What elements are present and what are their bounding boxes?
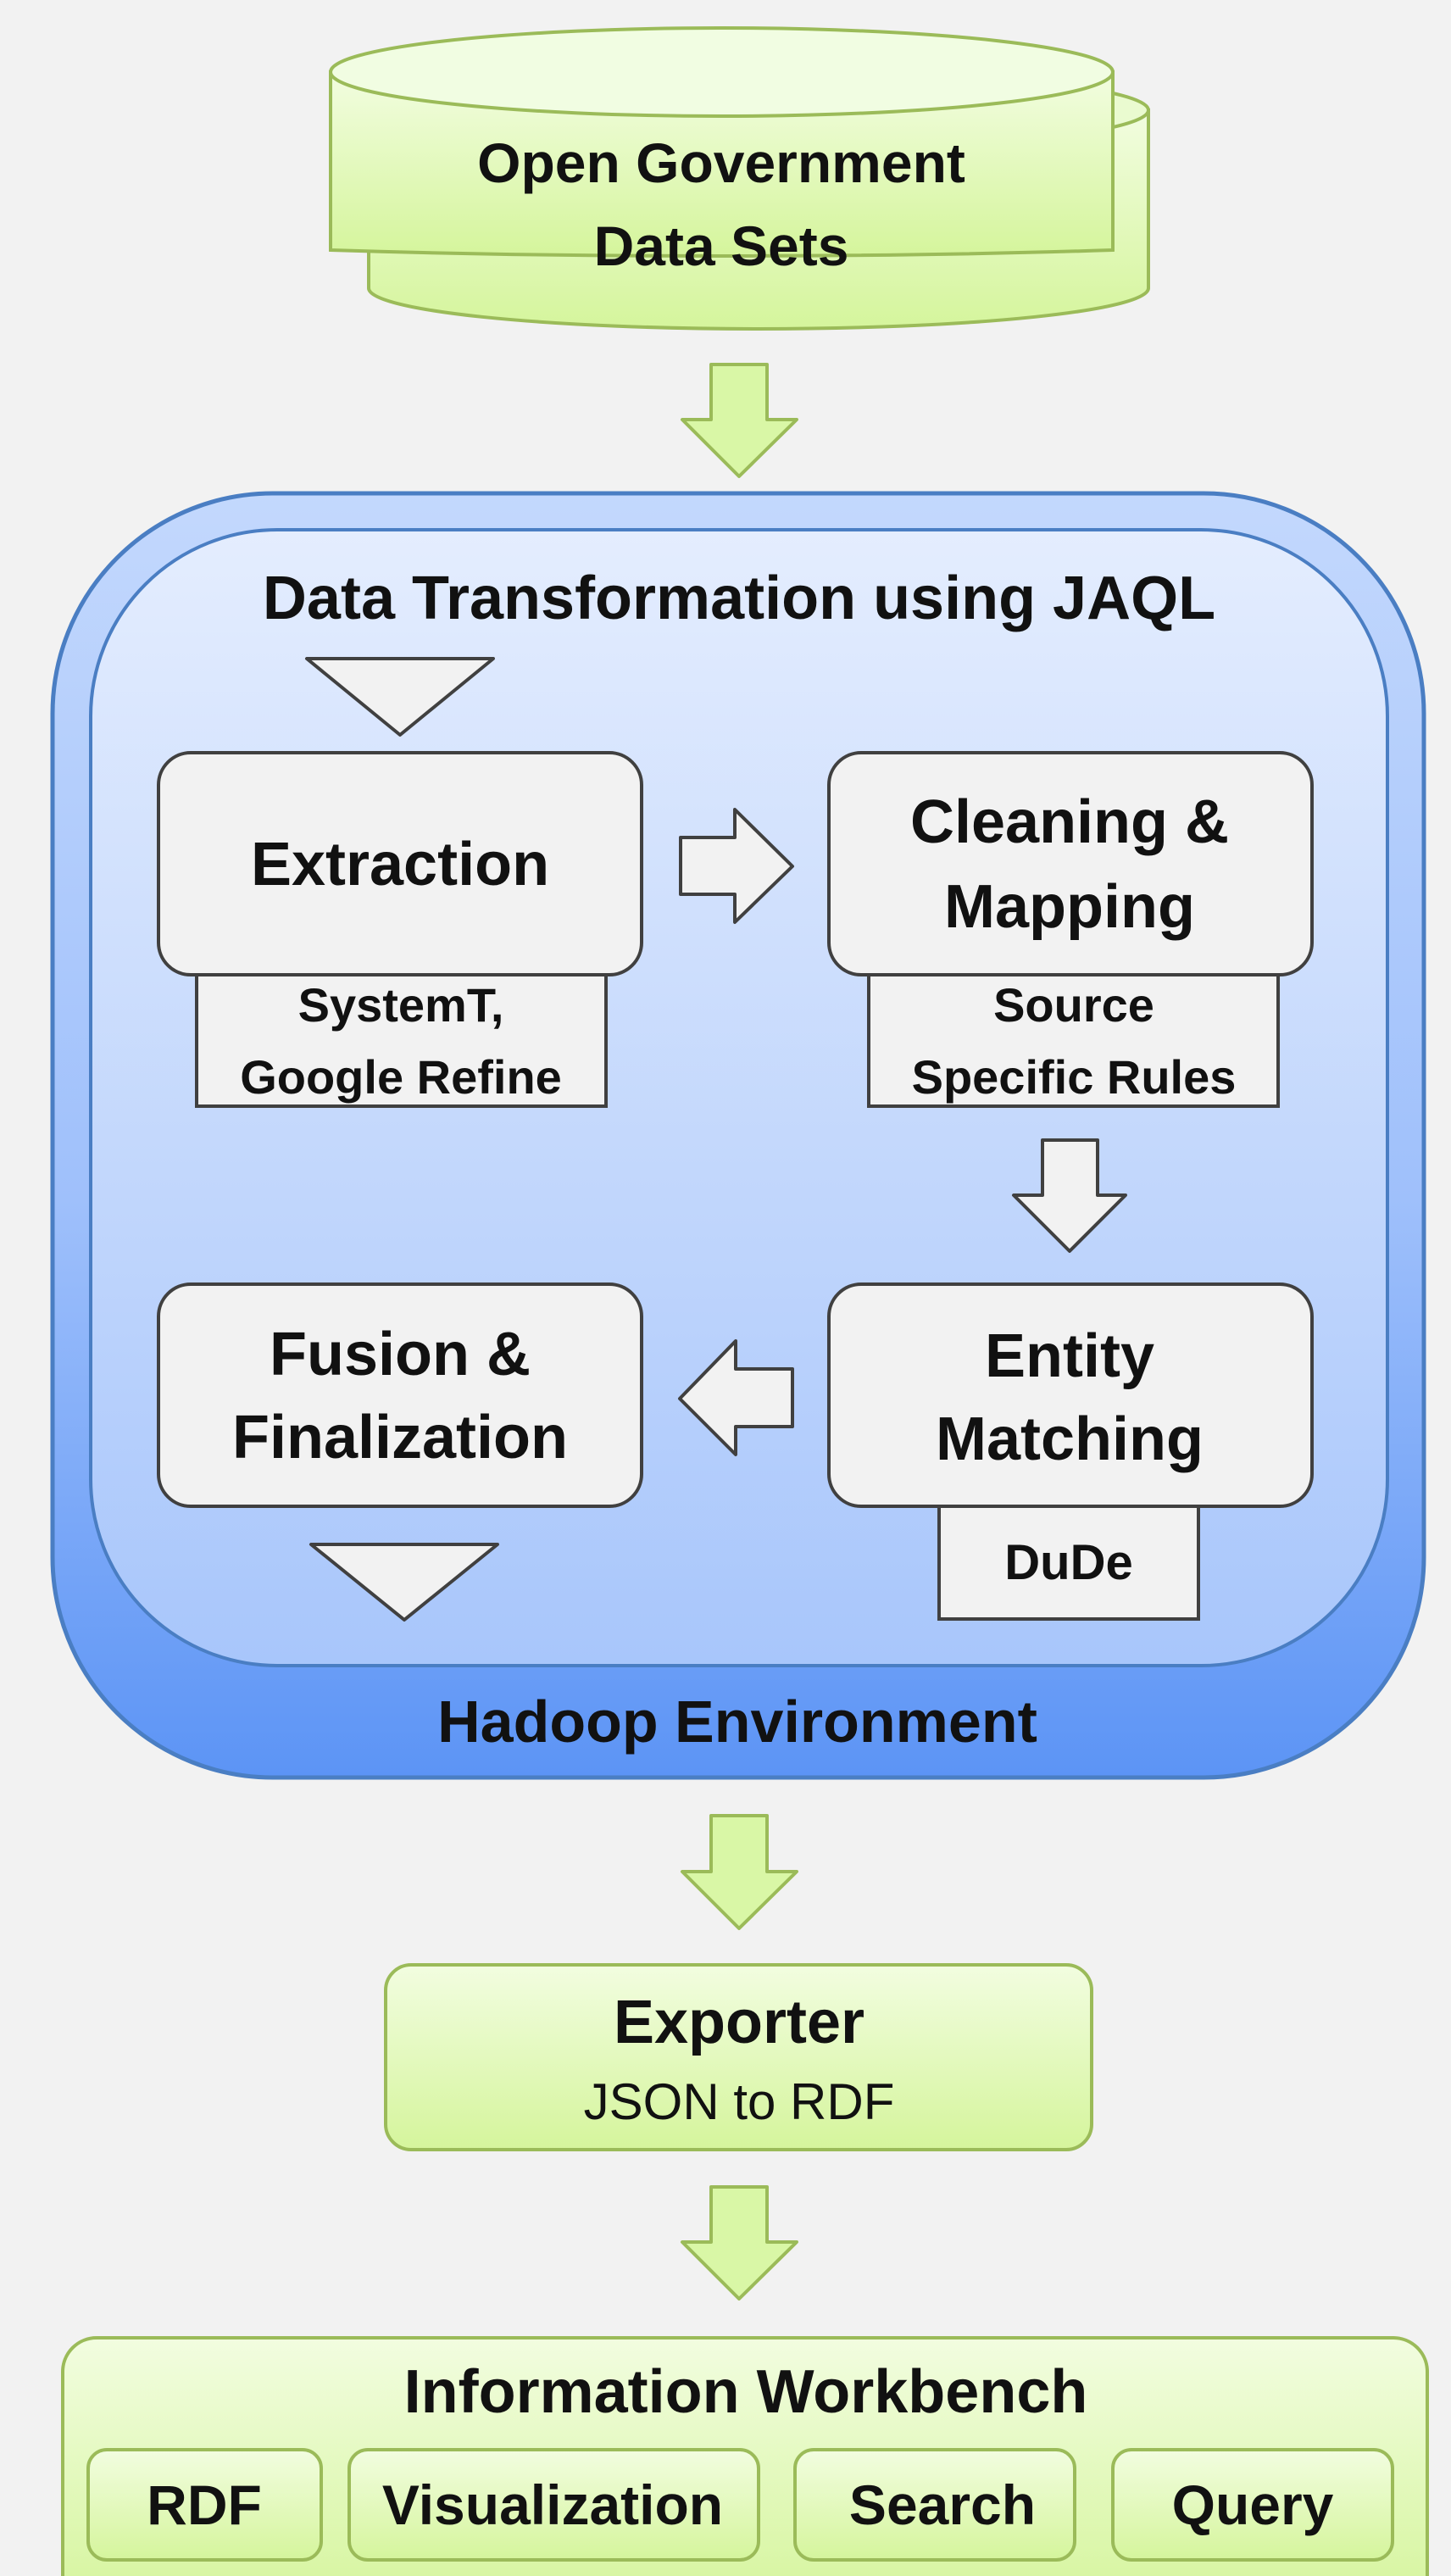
- extraction-title: Extraction: [251, 831, 549, 899]
- source-title-line1: Open Government: [477, 131, 965, 194]
- extraction-step: Extraction SystemT, Google Refine: [157, 751, 643, 1108]
- database-front-cylinder: [329, 26, 1115, 258]
- workbench-title: Information Workbench: [404, 2358, 1088, 2426]
- entity-title-line2: Matching: [936, 1405, 1204, 1473]
- right-arrow-icon: [679, 808, 794, 924]
- entity-title-line1: Entity: [985, 1322, 1154, 1390]
- fusion-finalization-step: Fusion & Finalization: [157, 1282, 643, 1508]
- extraction-box: [157, 751, 643, 976]
- down-arrow-icon: [681, 1814, 798, 1930]
- fusion-title-line2: Finalization: [232, 1404, 568, 1472]
- cleaning-tool-line1: Source: [993, 978, 1154, 1032]
- exporter-box: Exporter JSON to RDF: [384, 1963, 1093, 2151]
- entry-triangle-icon: [305, 657, 495, 737]
- entity-box: [827, 1282, 1314, 1508]
- cleaning-mapping-step: Cleaning & Mapping Source Specific Rules: [827, 751, 1314, 1108]
- cleaning-box: [827, 751, 1314, 976]
- extraction-tool-line2: Google Refine: [240, 1050, 562, 1104]
- cleaning-title-line2: Mapping: [944, 873, 1195, 941]
- cleaning-tool-line2: Specific Rules: [912, 1050, 1237, 1104]
- hadoop-label: Hadoop Environment: [437, 1689, 1037, 1755]
- workbench-item-rdf[interactable]: RDF: [86, 2448, 323, 2562]
- exporter-title: Exporter: [614, 1989, 864, 2056]
- entity-tool: DuDe: [1004, 1535, 1132, 1590]
- workbench-panel: Information Workbench RDF Visualization …: [61, 2336, 1429, 2576]
- exporter-subtitle: JSON to RDF: [584, 2073, 895, 2130]
- workbench-item-search[interactable]: Search: [793, 2448, 1076, 2562]
- down-arrow-icon: [681, 363, 798, 478]
- entity-matching-step: Entity Matching DuDe: [827, 1282, 1314, 1621]
- down-arrow-icon: [681, 2185, 798, 2301]
- jaql-panel: Data Transformation using JAQL Extractio…: [89, 528, 1389, 1667]
- fusion-title-line1: Fusion &: [270, 1321, 531, 1388]
- fusion-box: [157, 1282, 643, 1508]
- workbench-item-label: RDF: [147, 2473, 262, 2536]
- workbench-item-label: Visualization: [382, 2473, 723, 2536]
- source-title-line2: Data Sets: [594, 214, 849, 277]
- workbench-item-query[interactable]: Query: [1111, 2448, 1394, 2562]
- exit-triangle-icon: [309, 1543, 499, 1622]
- source-database: Open Government Data Sets: [329, 26, 1150, 331]
- left-arrow-icon: [678, 1339, 794, 1456]
- workbench-item-label: Search: [849, 2473, 1036, 2536]
- entity-tool-box: [937, 1499, 1200, 1621]
- jaql-title: Data Transformation using JAQL: [263, 565, 1215, 632]
- extraction-tool-line1: SystemT,: [298, 978, 504, 1032]
- cleaning-title-line1: Cleaning &: [910, 788, 1229, 856]
- workbench-item-label: Query: [1172, 2473, 1334, 2536]
- cleaning-tool-box: [867, 969, 1280, 1108]
- workbench-item-visualization[interactable]: Visualization: [347, 2448, 760, 2562]
- down-arrow-icon: [1012, 1138, 1127, 1253]
